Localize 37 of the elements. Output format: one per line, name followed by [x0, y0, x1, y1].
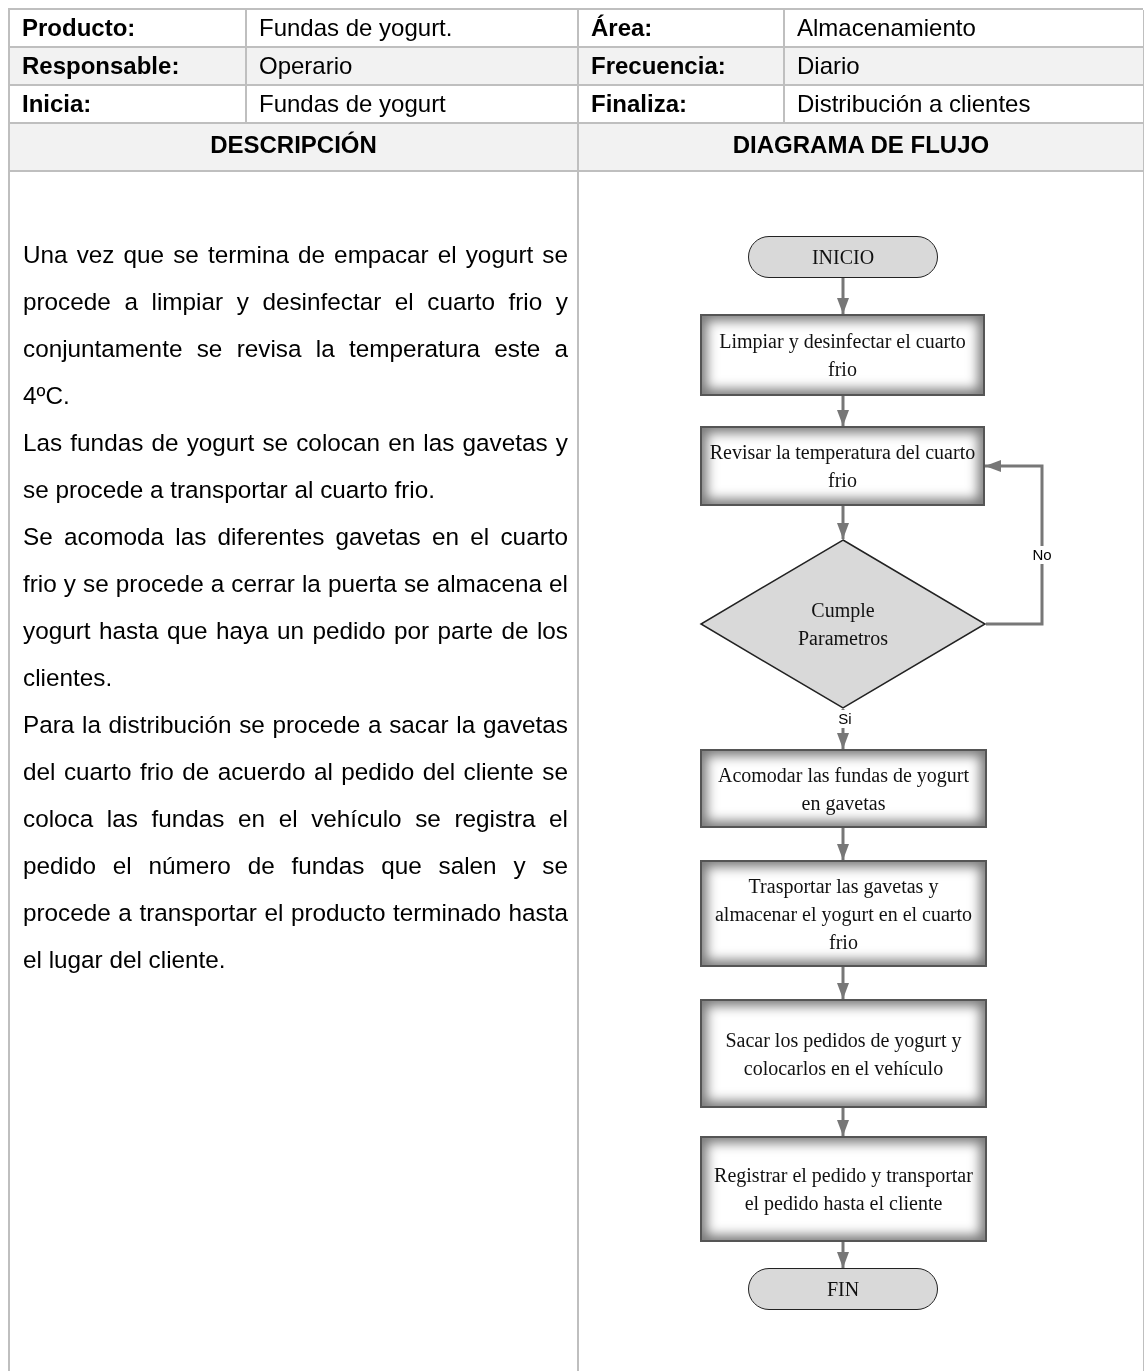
arrow — [837, 828, 849, 860]
arrow — [837, 1108, 849, 1136]
description-paragraph: Una vez que se termina de empacar el yogurt se procede a limpiar y desinfectar el cuarto frio y conjuntamente se revisa la temperatura este a 4ºC. — [23, 240, 568, 411]
terminal-shape: INICIO — [748, 236, 938, 278]
column-header: DIAGRAMA DE FLUJO — [579, 124, 1144, 172]
field-value: Fundas de yogurt. — [247, 10, 579, 48]
arrow — [837, 278, 849, 314]
arrow — [837, 396, 849, 426]
terminal-shape: FIN — [748, 1268, 938, 1310]
field-label: Responsable: — [10, 48, 247, 86]
process-box: Sacar los pedidos de yogurt y colocarlos en el vehículo — [700, 999, 987, 1108]
edge-label: No — [1032, 546, 1052, 564]
process-box: Acomodar las fundas de yogurt en gavetas — [700, 749, 987, 828]
field-label: Finaliza: — [579, 86, 785, 124]
edge-label: Si — [838, 710, 852, 728]
field-value: Fundas de yogurt — [247, 86, 579, 124]
field-label: Inicia: — [10, 86, 247, 124]
column-header: DESCRIPCIÓN — [10, 124, 579, 172]
process-box: Limpiar y desinfectar el cuarto frio — [700, 314, 985, 396]
field-value: Diario — [785, 48, 1144, 86]
field-label: Frecuencia: — [579, 48, 785, 86]
arrow — [837, 506, 849, 539]
description-paragraph: Se acomoda las diferentes gavetas en el cuarto frio y se procede a cerrar la puerta se almacena el yogurt hasta que haya un pedido por parte de los clientes. — [23, 522, 568, 693]
field-value: Distribución a clientes — [785, 86, 1144, 124]
process-box: Registrar el pedido y transportar el pedido hasta el cliente — [700, 1136, 987, 1242]
field-label: Producto: — [10, 10, 247, 48]
field-value: Almacenamiento — [785, 10, 1144, 48]
description-paragraph: Para la distribución se procede a sacar la gavetas del cuarto frio de acuerdo al pedido del cliente se coloca las fundas en el vehículo se registra el pedido el número de fundas que salen y se procede a transportar el producto terminado hasta el lugar del cliente. — [23, 710, 568, 975]
arrow — [837, 967, 849, 999]
process-box: Trasportar las gavetas y almacenar el yogurt en el cuarto frio — [700, 860, 987, 967]
description-paragraph: Las fundas de yogurt se colocan en las gavetas y se procede a transportar al cuarto frio. — [23, 428, 568, 505]
arrow — [985, 460, 1044, 626]
field-label: Área: — [579, 10, 785, 48]
process-box: Revisar la temperatura del cuarto frio — [700, 426, 985, 506]
arrow — [837, 1242, 849, 1268]
field-value: Operario — [247, 48, 579, 86]
decision-diamond: Cumple Parametros — [700, 539, 986, 709]
